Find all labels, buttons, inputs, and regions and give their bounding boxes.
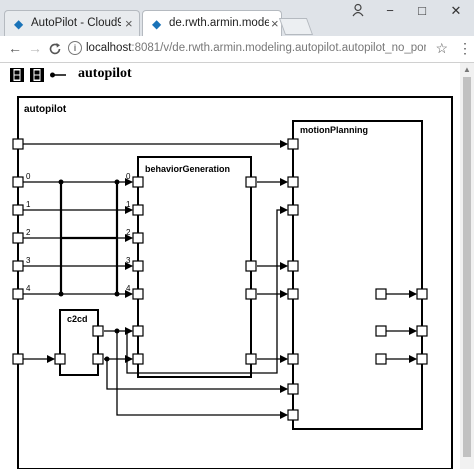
port-index-label: 1 xyxy=(26,200,31,209)
back-button[interactable]: ← xyxy=(8,40,22,56)
port[interactable] xyxy=(132,260,144,272)
port[interactable] xyxy=(132,176,144,188)
port[interactable] xyxy=(375,288,387,300)
component-diagram: autopilot behaviorGeneration motionPlann… xyxy=(12,96,453,469)
port-index-label: 2 xyxy=(26,228,31,237)
tab-autopilot-cloud9[interactable]: ◆ AutoPilot - Cloud9 × xyxy=(4,10,140,36)
tab-title: AutoPilot - Cloud9 xyxy=(31,17,121,29)
reload-icon[interactable] xyxy=(48,42,62,56)
minimize-button[interactable]: − xyxy=(386,3,394,18)
tab-close-icon[interactable]: × xyxy=(125,16,133,31)
port[interactable] xyxy=(12,288,24,300)
motion-planning-label: motionPlanning xyxy=(300,125,368,135)
port[interactable] xyxy=(12,232,24,244)
port[interactable] xyxy=(132,204,144,216)
film-strip-icon[interactable] xyxy=(10,68,24,82)
autopilot-component-label: autopilot xyxy=(24,104,67,115)
c2cd-label: c2cd xyxy=(67,314,88,324)
port[interactable] xyxy=(287,409,299,421)
motion-planning-box[interactable] xyxy=(292,120,423,430)
tab-de-rwth-armin[interactable]: ◆ de.rwth.armin.modeling.a × xyxy=(142,10,282,36)
c2cd-box[interactable] xyxy=(59,309,99,376)
film-strip-selected-icon[interactable] xyxy=(30,68,44,82)
bookmark-star-icon[interactable]: ☆ xyxy=(435,40,448,56)
port-index-label: 3 xyxy=(126,256,131,265)
behavior-generation-label: behaviorGeneration xyxy=(145,164,230,174)
port[interactable] xyxy=(416,353,428,365)
port[interactable] xyxy=(12,353,24,365)
vertical-scrollbar[interactable]: ▲ xyxy=(460,63,474,469)
port[interactable] xyxy=(92,325,104,337)
port[interactable] xyxy=(245,260,257,272)
user-icon[interactable] xyxy=(352,3,364,17)
port-index-label: 3 xyxy=(26,256,31,265)
close-window-button[interactable]: ✕ xyxy=(450,3,462,18)
port[interactable] xyxy=(245,176,257,188)
menu-icon[interactable]: ⋮ xyxy=(458,40,472,56)
port[interactable] xyxy=(54,353,66,365)
port[interactable] xyxy=(12,260,24,272)
port-index-label: 0 xyxy=(126,172,131,181)
port[interactable] xyxy=(375,353,387,365)
scrollbar-thumb[interactable] xyxy=(463,77,471,457)
port[interactable] xyxy=(287,288,299,300)
port[interactable] xyxy=(132,353,144,365)
connector-toggle-icon[interactable] xyxy=(50,68,66,82)
port[interactable] xyxy=(92,353,104,365)
port[interactable] xyxy=(416,288,428,300)
port-index-label: 2 xyxy=(126,228,131,237)
new-tab-button[interactable] xyxy=(278,18,314,35)
port[interactable] xyxy=(287,204,299,216)
port-index-label: 4 xyxy=(126,284,131,293)
tab-close-icon[interactable]: × xyxy=(271,16,279,31)
cloud9-favicon-icon: ◆ xyxy=(14,17,24,31)
port[interactable] xyxy=(132,288,144,300)
port[interactable] xyxy=(416,325,428,337)
info-icon[interactable]: i xyxy=(68,41,82,55)
page-title: autopilot xyxy=(78,66,132,81)
port[interactable] xyxy=(245,353,257,365)
port[interactable] xyxy=(375,325,387,337)
port-index-label: 1 xyxy=(126,200,131,209)
behavior-generation-box[interactable] xyxy=(137,156,252,378)
port[interactable] xyxy=(287,353,299,365)
port[interactable] xyxy=(287,383,299,395)
port[interactable] xyxy=(132,232,144,244)
port[interactable] xyxy=(12,176,24,188)
autopilot-component-box xyxy=(17,96,453,469)
port[interactable] xyxy=(132,325,144,337)
maximize-button[interactable]: □ xyxy=(418,3,426,18)
forward-button[interactable]: → xyxy=(28,40,42,56)
port-index-label: 0 xyxy=(26,172,31,181)
port[interactable] xyxy=(12,138,24,150)
port[interactable] xyxy=(287,176,299,188)
port[interactable] xyxy=(12,204,24,216)
port[interactable] xyxy=(245,288,257,300)
browser-toolbar: ← → i localhost:8081/v/de.rwth.armin.mod… xyxy=(0,36,474,63)
page-content: autopilot autopilot behaviorGeneration m… xyxy=(0,63,460,469)
address-bar[interactable]: i localhost:8081/v/de.rwth.armin.modelin… xyxy=(66,38,452,60)
tab-title: de.rwth.armin.modeling.a xyxy=(169,17,269,29)
scroll-up-icon[interactable]: ▲ xyxy=(463,65,471,74)
port[interactable] xyxy=(287,260,299,272)
tab-strip: ◆ AutoPilot - Cloud9 × ◆ de.rwth.armin.m… xyxy=(0,0,474,36)
port-index-label: 4 xyxy=(26,284,31,293)
document-favicon-icon: ◆ xyxy=(152,17,162,31)
url-text[interactable]: localhost:8081/v/de.rwth.armin.modeling.… xyxy=(86,42,426,54)
port[interactable] xyxy=(287,138,299,150)
